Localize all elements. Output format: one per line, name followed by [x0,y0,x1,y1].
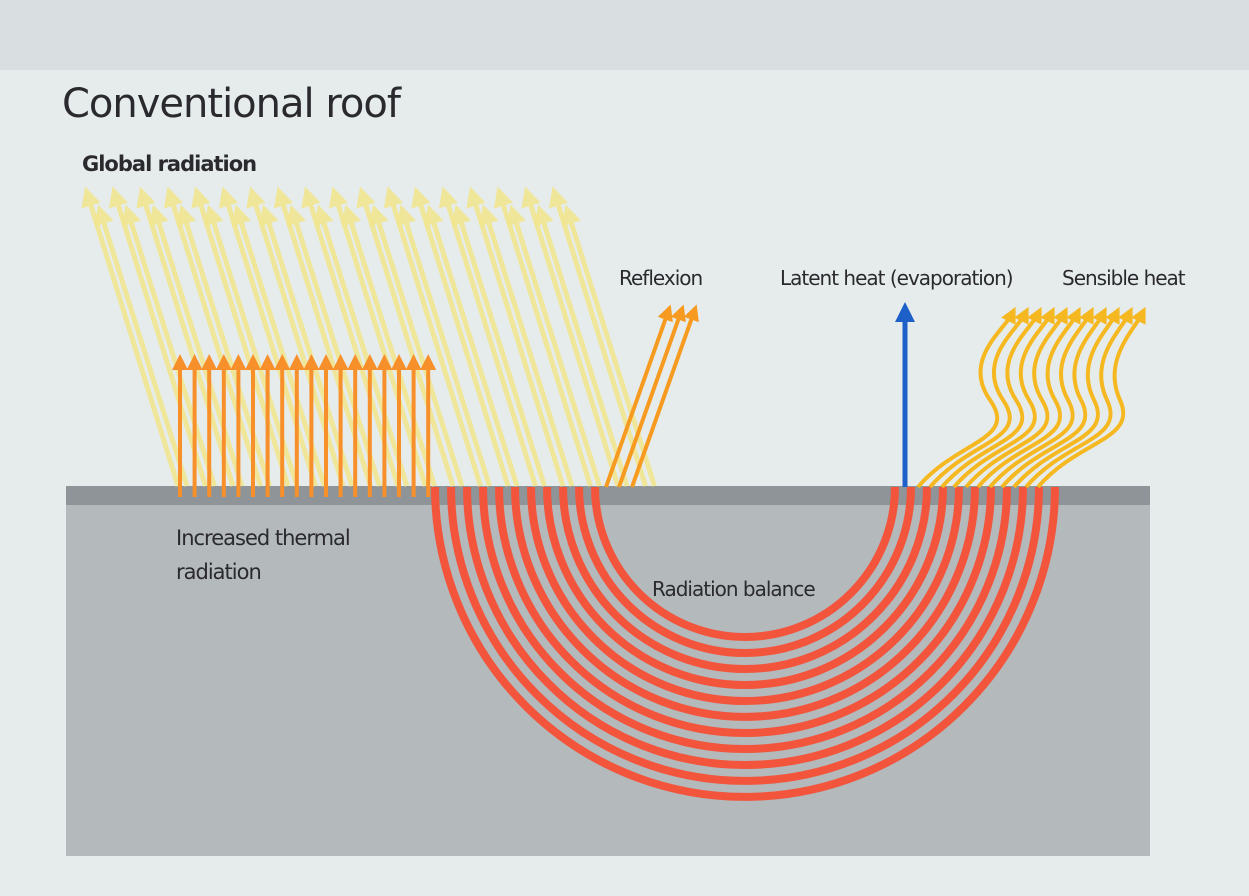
global-radiation-ray [493,186,593,487]
global-radiation-ray [356,186,456,487]
global-radiation-ray [479,204,575,487]
global-radiation-ray [424,204,520,487]
global-radiation-ray [369,204,465,487]
roof-surface [66,486,1150,505]
global-radiation-ray [506,204,602,487]
global-radiation-ray [176,204,272,487]
global-radiation-ray [136,186,236,487]
reflexion-arrow [617,304,686,488]
radiation-balance-arc [575,486,915,657]
radiation-balance-arc [527,486,963,705]
global-radiation-ray [466,186,566,487]
global-radiation-ray [259,204,355,487]
global-radiation-ray [94,204,190,487]
global-radiation-ray [149,204,245,487]
global-radiation-ray [191,186,291,487]
global-radiation-rays [81,186,657,487]
radiation-balance-arc [559,486,931,673]
global-radiation-ray [81,186,181,487]
global-radiation-ray [328,186,428,487]
global-radiation-ray [411,186,511,487]
slide-top-band [0,0,1249,70]
global-radiation-ray [314,204,410,487]
sensible-heat-curve [988,306,1094,489]
radiation-balance-arc [463,486,1027,769]
global-radiation-ray [163,186,263,487]
global-radiation-ray [108,186,208,487]
global-radiation-ray [383,186,483,487]
radiation-balance-label: Radiation balance [652,577,815,601]
sensible-heat-curve [1024,306,1133,489]
sensible-heat-curve [964,306,1068,489]
sensible-heat-curve [952,306,1055,489]
radiation-balance-arc [495,486,995,737]
sensible-heat-label: Sensible heat [1062,266,1186,290]
global-radiation-label: Global radiation [82,152,256,176]
sensible-heat-curve [1036,306,1146,489]
global-radiation-ray [534,204,630,487]
global-radiation-ray [286,204,382,487]
global-radiation-ray [218,186,318,487]
slide-title: Conventional roof [62,81,402,127]
radiation-balance-arc [591,486,899,641]
radiation-balance-arc [431,486,1059,801]
radiation-balance-arc [511,486,979,721]
radiation-balance-arc [447,486,1043,785]
sensible-heat-curve [928,306,1029,489]
thermal-radiation-label-line1: Increased thermal [176,526,350,550]
sensible-heat-curve [916,306,1016,489]
global-radiation-ray [548,186,648,487]
global-radiation-ray [521,186,621,487]
thermal-radiation-label-line2: radiation [176,560,261,584]
global-radiation-ray [561,204,657,487]
global-radiation-ray [341,204,437,487]
radiation-balance-arc [479,486,1011,753]
reflexion-label: Reflexion [619,266,702,290]
sensible-heat-curve [940,306,1042,489]
sensible-heat-curve [1000,306,1107,489]
sensible-heat-curves [916,306,1146,489]
sensible-heat-curve [976,306,1081,489]
sensible-heat-curve [1012,306,1120,489]
latent-heat-label: Latent heat (evaporation) [780,266,1013,290]
reflexion-arrow [630,304,699,488]
radiation-balance-arcs [431,486,1059,801]
reflexion-arrows [604,304,699,488]
thermal-radiation-arrows [172,354,437,497]
global-radiation-ray [396,204,492,487]
global-radiation-ray [451,204,547,487]
reflexion-arrow [604,304,673,488]
global-radiation-ray [438,186,538,487]
radiation-balance-arc [543,486,947,689]
global-radiation-ray [121,204,217,487]
